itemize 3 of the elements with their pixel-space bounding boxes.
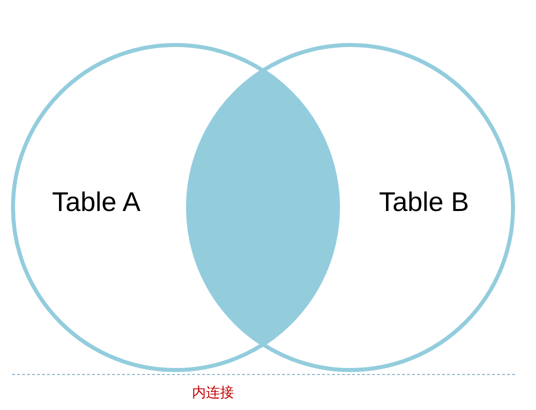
caption: 内连接 [192, 386, 234, 400]
set-label: Table A [52, 189, 141, 216]
set-label: Table B [379, 189, 470, 216]
